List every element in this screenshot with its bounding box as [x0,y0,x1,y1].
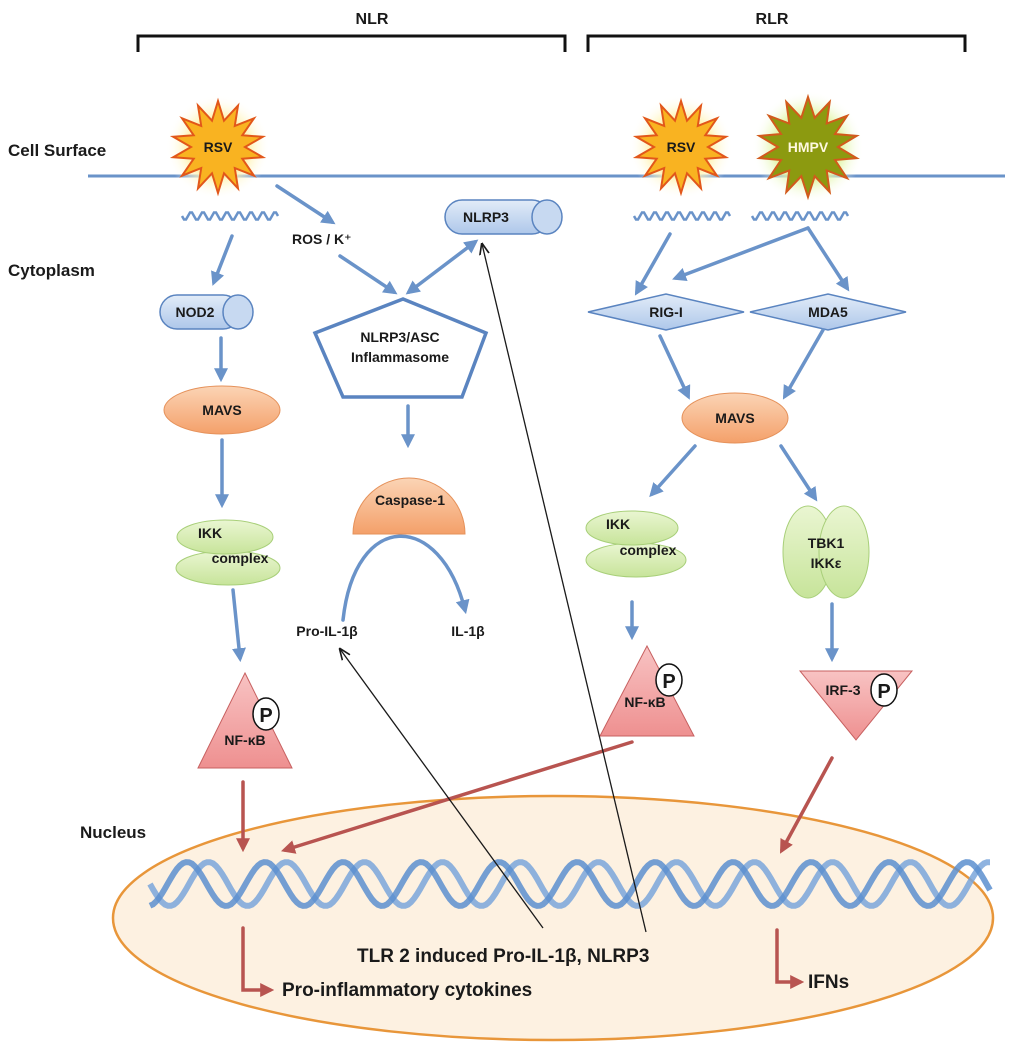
ikk-complex-right: IKK complex [585,510,687,578]
ikk-left-label-2: complex [212,550,269,566]
cytoplasm-label: Cytoplasm [8,261,95,280]
rsv-starburst-icon-rlr: RSV [629,95,733,199]
hmpv-label: HMPV [788,139,829,155]
phospho-right-2: P [877,681,890,703]
inflammasome-label-1: NLRP3/ASC [360,329,439,345]
mavs-left-label: MAVS [202,402,241,418]
nlrp3-label: NLRP3 [463,209,509,225]
irf3-node: IRF-3 P [798,670,914,741]
irf3-label: IRF-3 [826,682,861,698]
ikk-right-label-1: IKK [606,516,630,532]
rna-wavy-icon-1 [180,211,280,221]
inflammasome-node: NLRP3/ASC Inflammasome [312,297,489,399]
nlrp3-receptor: NLRP3 [444,199,563,235]
nucleus [111,794,995,1042]
nfkb-right-label: NF-κB [624,694,665,710]
nfkb-left-label: NF-κB [224,732,265,748]
inflammasome-label-2: Inflammasome [351,349,449,365]
caspase-1-label: Caspase-1 [375,492,445,508]
nfkb-left-node: NF-κB P [197,671,293,769]
nod2-receptor: NOD2 [159,294,254,330]
dna-helix-icon [147,859,993,909]
mavs-left-node: MAVS [163,385,281,435]
ifns-label: IFNs [808,972,849,993]
tlr2-label: TLR 2 induced Pro-IL-1β, NLRP3 [357,946,649,967]
nfkb-right-node: NF-κB P [599,644,695,737]
proinflammatory-label: Pro-inflammatory cytokines [282,980,532,1001]
nod2-label: NOD2 [176,304,215,320]
nlr-label: NLR [356,11,389,28]
tbk1-ikke-node: TBK1 IKKε [782,505,870,599]
nucleus-label: Nucleus [80,823,146,842]
pro-il1b-label: Pro-IL-1β [296,623,358,639]
rigi-label: RIG-I [649,304,682,320]
rigi-receptor: RIG-I [587,293,745,331]
mda5-receptor: MDA5 [749,293,907,331]
mavs-right-label: MAVS [715,410,754,426]
mda5-label: MDA5 [808,304,848,320]
il1b-label: IL-1β [451,623,485,639]
red-arrows [236,740,834,997]
rsv-label-nlr: RSV [204,139,233,155]
black-arrows [340,244,647,933]
caspase-1-node: Caspase-1 [352,477,466,535]
hmpv-starburst-icon: HMPV [752,91,864,203]
rlr-label: RLR [756,11,789,28]
phospho-right-1: P [662,671,675,693]
rlr-bracket [586,34,967,52]
tbk1-label: TBK1 [808,535,845,551]
ikk-complex-left: IKK complex [175,519,281,586]
rna-wavy-icon-3 [750,211,850,221]
blue-arrows [211,184,850,663]
rsv-starburst-icon-nlr: RSV [166,95,270,199]
ikk-right-label-2: complex [620,542,677,558]
ikk-left-label-1: IKK [198,525,222,541]
mavs-right-node: MAVS [681,392,789,444]
phospho-left: P [259,705,272,727]
ikke-label: IKKε [811,555,842,571]
rsv-label-rlr: RSV [667,139,696,155]
nlr-bracket [136,34,567,52]
cell-surface-label: Cell Surface [8,141,106,160]
ros-k-label: ROS / K⁺ [292,231,352,247]
rna-wavy-icon-2 [632,211,732,221]
